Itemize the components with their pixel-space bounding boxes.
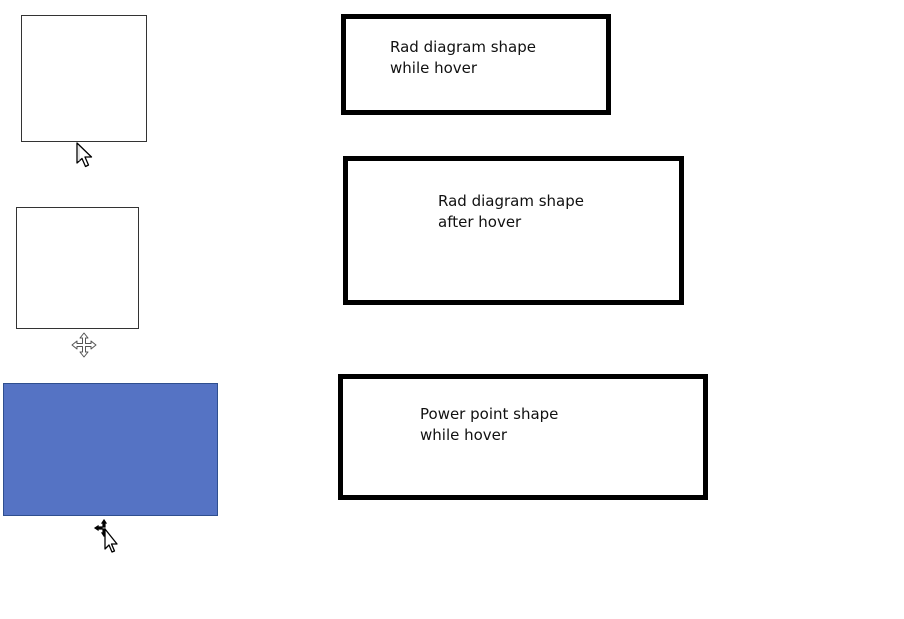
- note-label: Rad diagram shape while hover: [390, 37, 536, 79]
- note-rad-shape-after-hover: Rad diagram shape after hover: [343, 156, 684, 305]
- note-line-1: Rad diagram shape: [390, 38, 536, 56]
- note-line-1: Power point shape: [420, 405, 559, 423]
- note-line-2: while hover: [390, 59, 478, 77]
- move-arrow-pointer-icon: [93, 518, 121, 559]
- note-line-2: while hover: [420, 426, 508, 444]
- arrow-pointer-icon: [74, 142, 94, 174]
- note-powerpoint-shape-while-hover: Power point shape while hover: [338, 374, 708, 500]
- note-line-2: after hover: [438, 213, 522, 231]
- rad-diagram-shape-after-hover[interactable]: [16, 207, 139, 329]
- note-line-1: Rad diagram shape: [438, 192, 584, 210]
- note-label: Power point shape while hover: [420, 404, 558, 446]
- powerpoint-shape[interactable]: [3, 383, 218, 516]
- move-cross-icon: [69, 332, 99, 362]
- note-rad-shape-while-hover: Rad diagram shape while hover: [341, 14, 611, 115]
- note-label: Rad diagram shape after hover: [438, 191, 584, 233]
- rad-diagram-shape-hover[interactable]: [21, 15, 147, 142]
